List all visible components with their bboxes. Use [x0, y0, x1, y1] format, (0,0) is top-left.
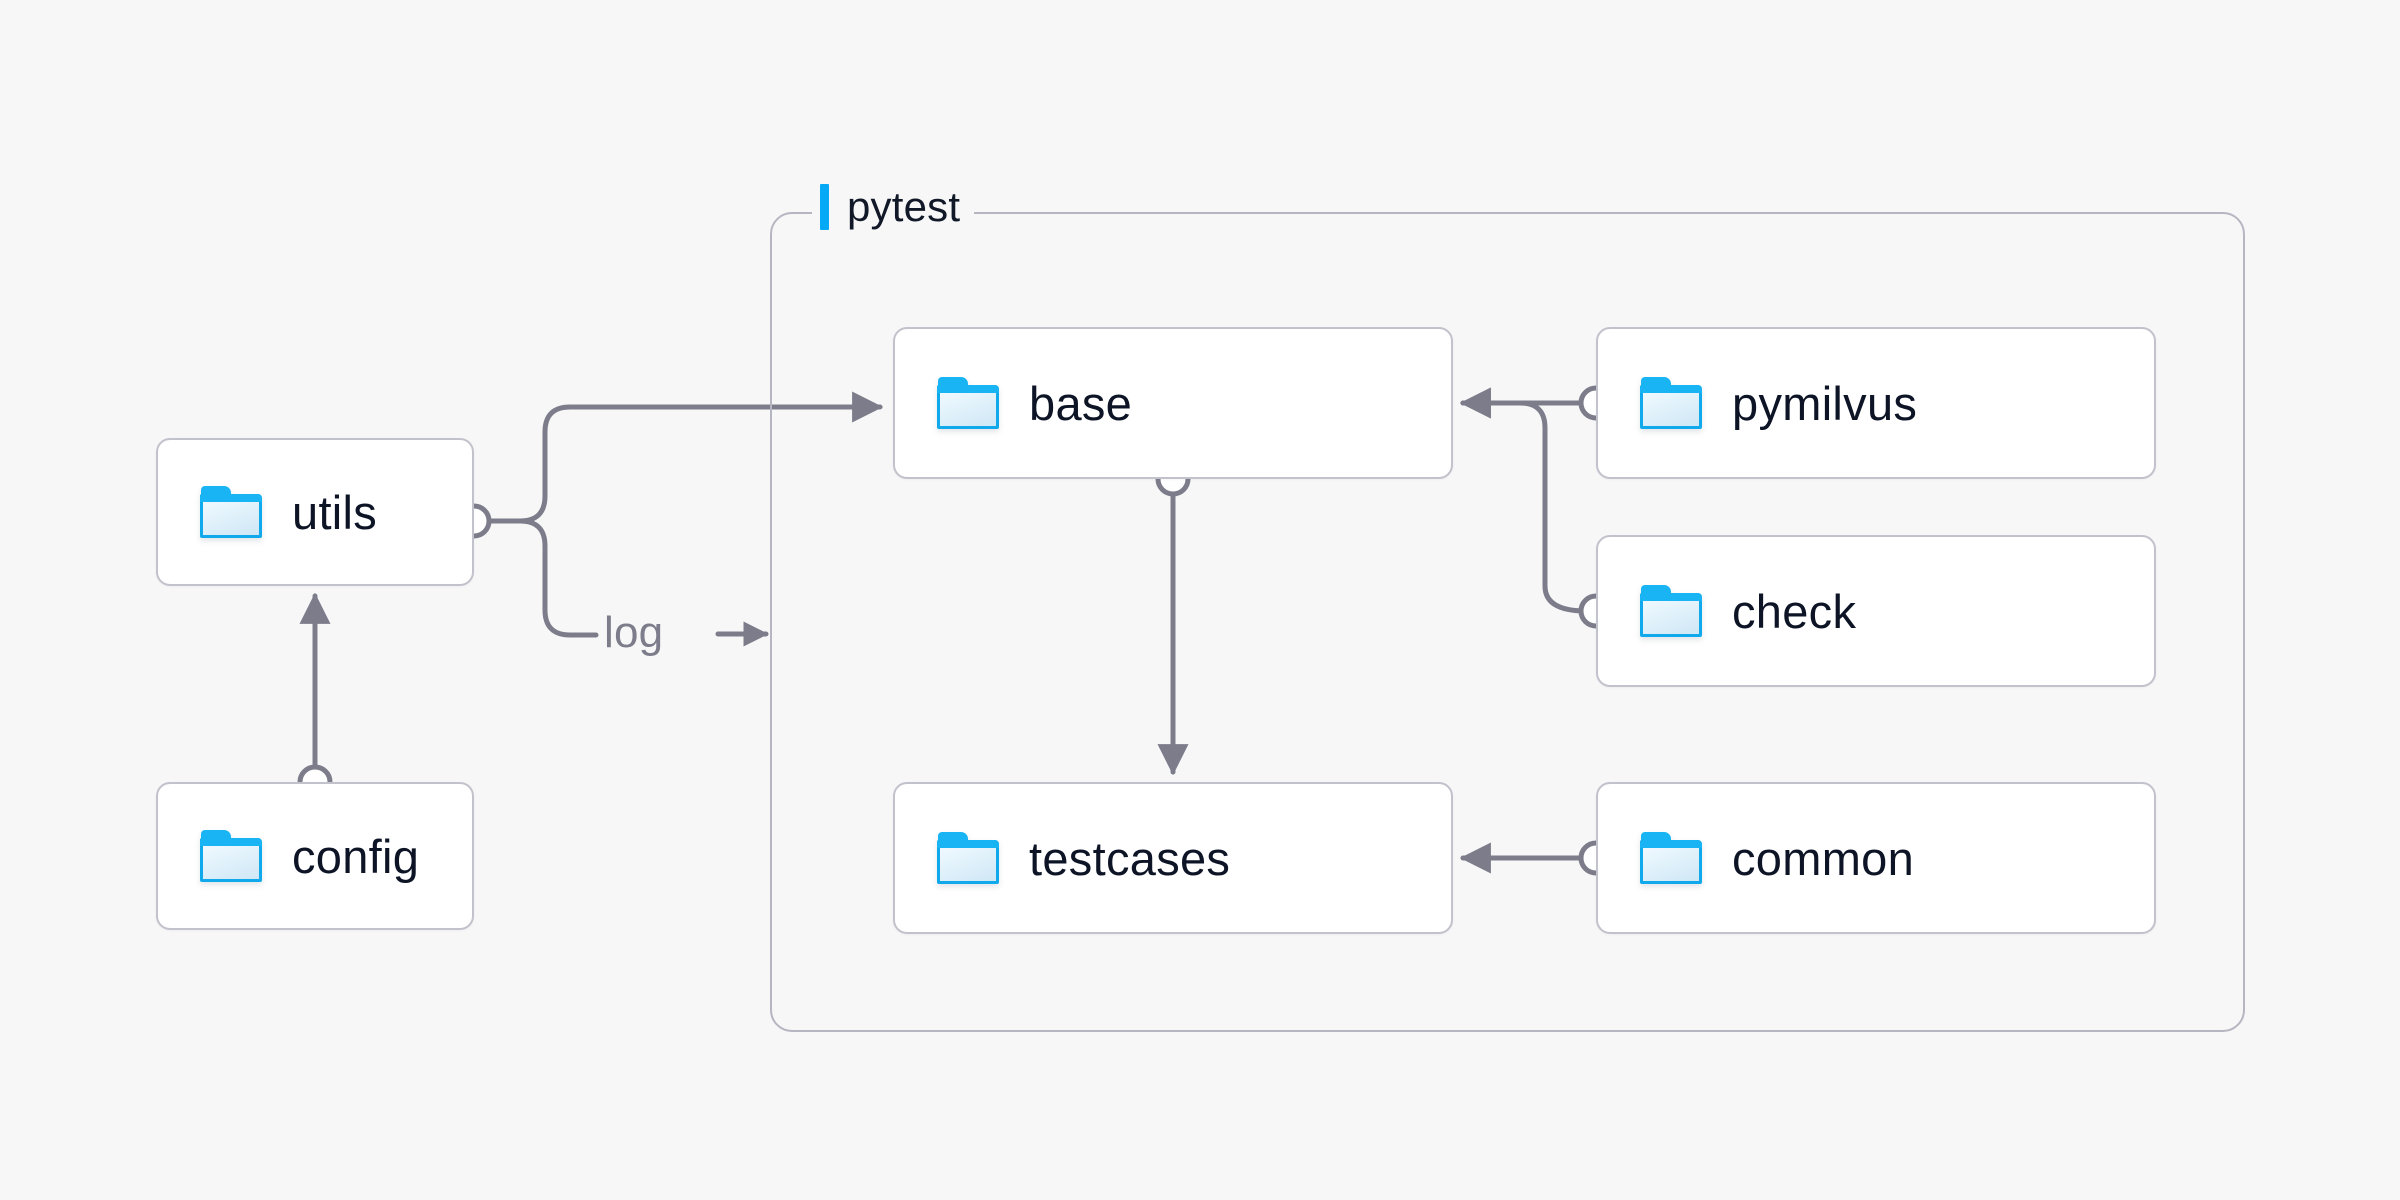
folder-icon	[937, 377, 999, 429]
edge-utils-log	[486, 518, 599, 638]
group-title: pytest	[847, 183, 961, 230]
folder-icon	[200, 486, 262, 538]
node-label-base: base	[1029, 376, 1133, 430]
folder-icon	[200, 830, 262, 882]
accent-bar-icon	[820, 184, 829, 230]
node-label-utils: utils	[292, 485, 378, 539]
node-config[interactable]: config	[156, 782, 474, 930]
node-testcases[interactable]: testcases	[893, 782, 1453, 934]
folder-icon	[937, 832, 999, 884]
edge-label-log: log	[604, 608, 664, 657]
node-label-pymilvus: pymilvus	[1732, 376, 1918, 430]
group-label-pytest: pytest	[812, 178, 975, 236]
node-pymilvus[interactable]: pymilvus	[1596, 327, 2156, 479]
node-label-check: check	[1732, 584, 1857, 638]
node-check[interactable]: check	[1596, 535, 2156, 687]
node-base[interactable]: base	[893, 327, 1453, 479]
node-label-config: config	[292, 829, 420, 883]
node-label-common: common	[1732, 831, 1915, 885]
folder-icon	[1640, 585, 1702, 637]
folder-icon	[1640, 377, 1702, 429]
group-container-pytest[interactable]	[770, 212, 2245, 1032]
node-utils[interactable]: utils	[156, 438, 474, 586]
node-label-testcases: testcases	[1029, 831, 1231, 885]
folder-icon	[1640, 832, 1702, 884]
node-common[interactable]: common	[1596, 782, 2156, 934]
